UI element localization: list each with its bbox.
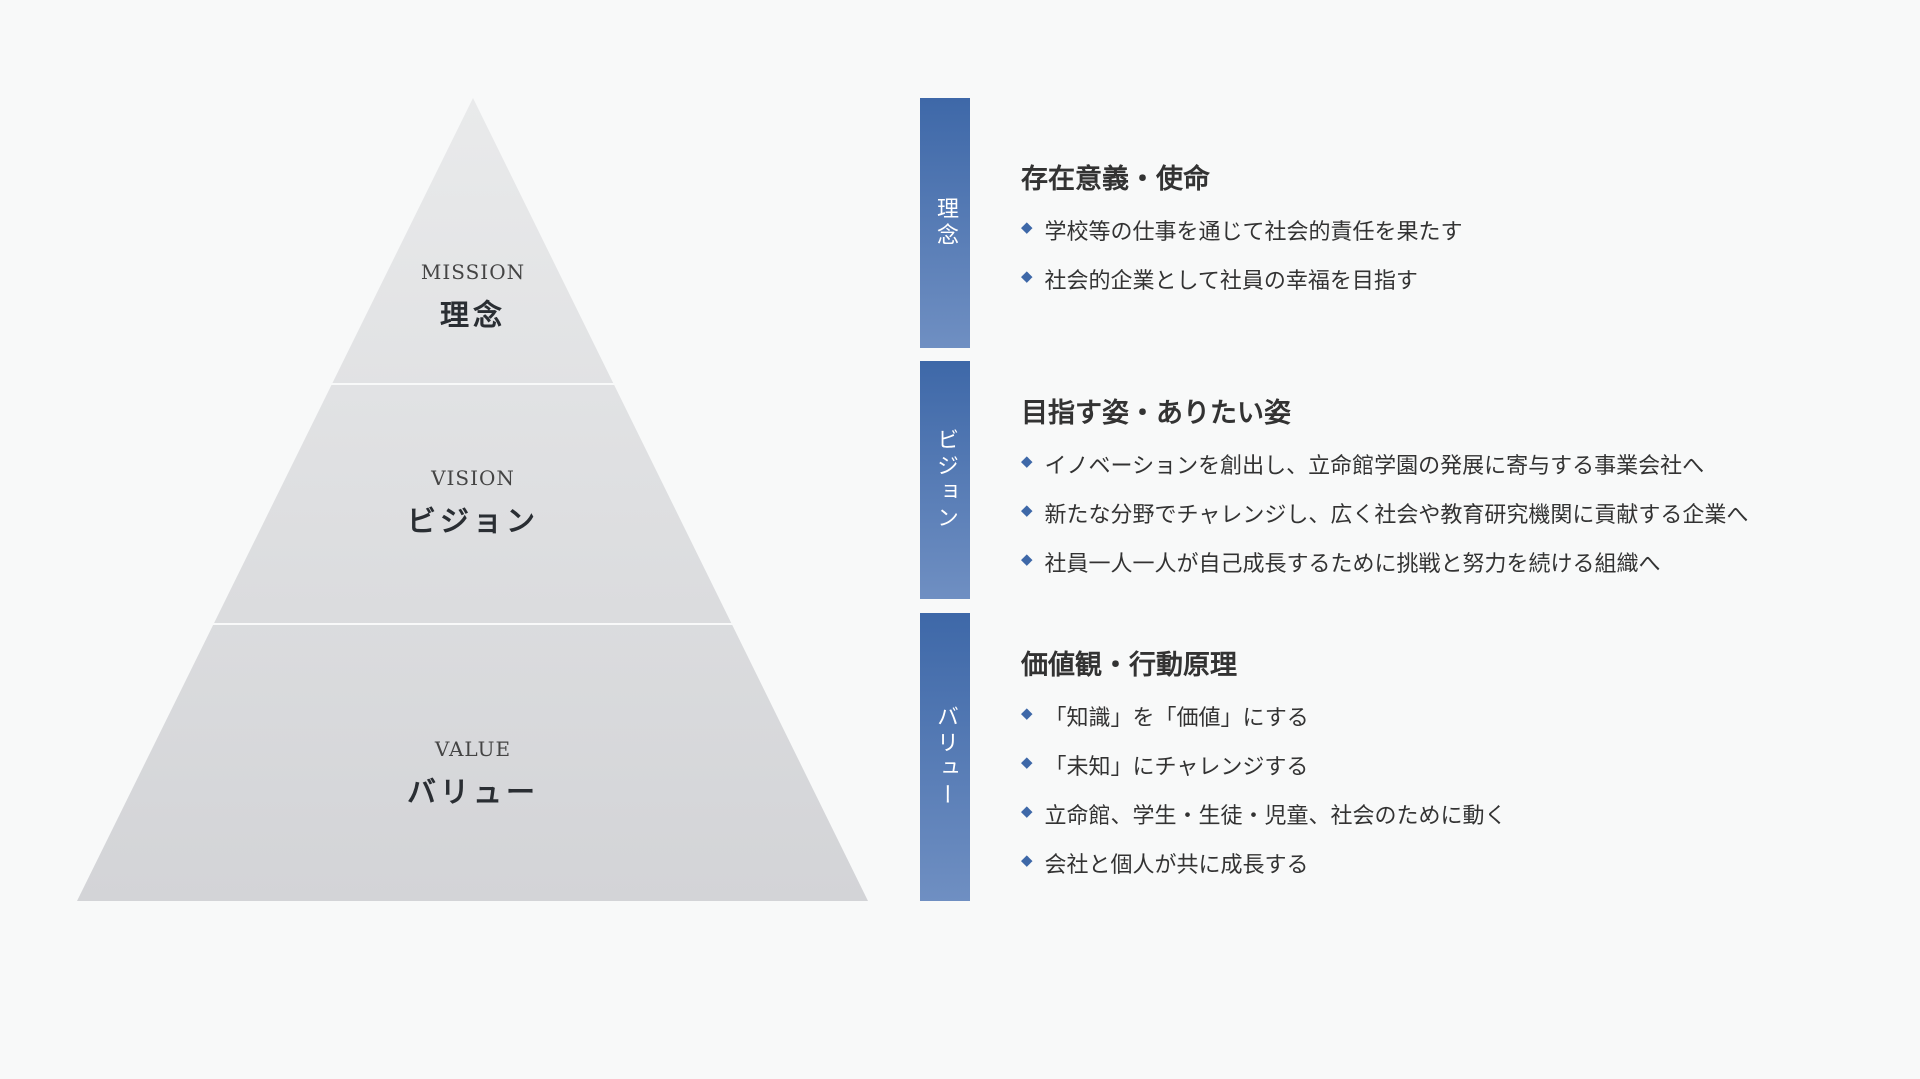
section-title: 目指す姿・ありたい姿 (1021, 398, 1291, 429)
section-title: 存在意義・使命 (1021, 164, 1210, 195)
section-tab-value: バリュー (920, 613, 970, 901)
pyramid (77, 98, 868, 901)
list-item: ◆立命館、学生・生徒・児童、社会のために動く (1021, 802, 1507, 829)
pyramid-tier-value: VALUE バリュー (323, 737, 623, 811)
tab-label: ビジョン (933, 428, 958, 532)
section-tab-mission: 理念 (920, 98, 970, 348)
pyramid-tier-vision: VISION ビジョン (323, 466, 623, 540)
section-title: 価値観・行動原理 (1021, 650, 1237, 681)
tab-label: バリュー (933, 705, 958, 809)
list-item: ◆「知識」を「価値」にする (1021, 704, 1309, 731)
pyramid-tier-mission: MISSION 理念 (323, 260, 623, 334)
section-tab-vision: ビジョン (920, 361, 970, 599)
tier-en-label: VALUE (434, 737, 512, 761)
list-item: ◆「未知」にチャレンジする (1021, 753, 1309, 780)
tier-jp-label: 理念 (439, 298, 506, 332)
section-vision: 目指す姿・ありたい姿 ◆イノベーションを創出し、立命館学園の発展に寄与する事業会… (1021, 391, 1748, 595)
diamond-bullet-icon: ◆ (1021, 550, 1033, 568)
section-value: 価値観・行動原理 ◆「知識」を「価値」にする ◆「未知」にチャレンジする ◆立命… (1021, 643, 1507, 896)
tier-en-label: MISSION (420, 260, 526, 284)
diamond-bullet-icon: ◆ (1021, 753, 1033, 771)
diamond-bullet-icon: ◆ (1021, 802, 1033, 820)
section-mission: 存在意義・使命 ◆学校等の仕事を通じて社会的責任を果たす ◆社会的企業として社員… (1021, 157, 1463, 312)
diamond-bullet-icon: ◆ (1021, 218, 1033, 236)
diamond-bullet-icon: ◆ (1021, 267, 1033, 285)
tab-label: 理念 (933, 197, 958, 249)
tier-jp-label: バリュー (406, 775, 539, 809)
pyramid-shape (77, 98, 868, 901)
diamond-bullet-icon: ◆ (1021, 501, 1033, 519)
diamond-bullet-icon: ◆ (1021, 452, 1033, 470)
list-item: ◆新たな分野でチャレンジし、広く社会や教育研究機関に貢献する企業へ (1021, 501, 1749, 528)
list-item: ◆会社と個人が共に成長する (1021, 851, 1309, 878)
diamond-bullet-icon: ◆ (1021, 704, 1033, 722)
tier-en-label: VISION (431, 466, 515, 490)
list-item: ◆学校等の仕事を通じて社会的責任を果たす (1021, 218, 1463, 245)
list-item: ◆社員一人一人が自己成長するために挑戦と努力を続ける組織へ (1021, 550, 1661, 577)
diamond-bullet-icon: ◆ (1021, 851, 1033, 869)
list-item: ◆イノベーションを創出し、立命館学園の発展に寄与する事業会社へ (1021, 452, 1705, 479)
tier-jp-label: ビジョン (406, 504, 539, 538)
list-item: ◆社会的企業として社員の幸福を目指す (1021, 267, 1418, 294)
